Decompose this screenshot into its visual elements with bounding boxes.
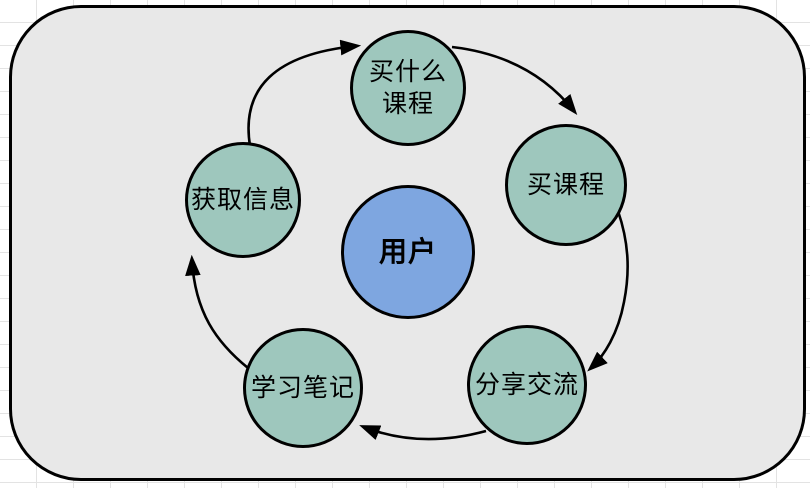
node-buy-course: 买课程 <box>505 124 627 246</box>
node-share-exchange: 分享交流 <box>467 325 587 445</box>
arrow-getinfo-to-whatcourse <box>247 39 362 147</box>
node-buy-course-label: 买课程 <box>526 170 605 199</box>
node-get-info: 获取信息 <box>185 142 301 258</box>
node-user-label: 用户 <box>378 235 437 267</box>
arrow-whatcourse-to-buycourse <box>451 45 578 116</box>
arrow-buycourse-to-share <box>587 210 629 372</box>
node-what-course-label-line2: 课程 <box>381 90 434 118</box>
arrow-notes-to-getinfo <box>185 254 249 370</box>
node-what-course-label-line1: 买什么 <box>368 57 447 86</box>
node-study-notes-label: 学习笔记 <box>250 373 355 402</box>
node-get-info-label: 获取信息 <box>190 185 295 214</box>
node-user: 用户 <box>341 185 475 319</box>
node-share-exchange-label: 分享交流 <box>474 370 579 399</box>
arrow-share-to-notes <box>359 425 487 441</box>
node-study-notes: 学习笔记 <box>243 328 363 448</box>
node-what-course: 买什么 课程 <box>350 30 466 146</box>
